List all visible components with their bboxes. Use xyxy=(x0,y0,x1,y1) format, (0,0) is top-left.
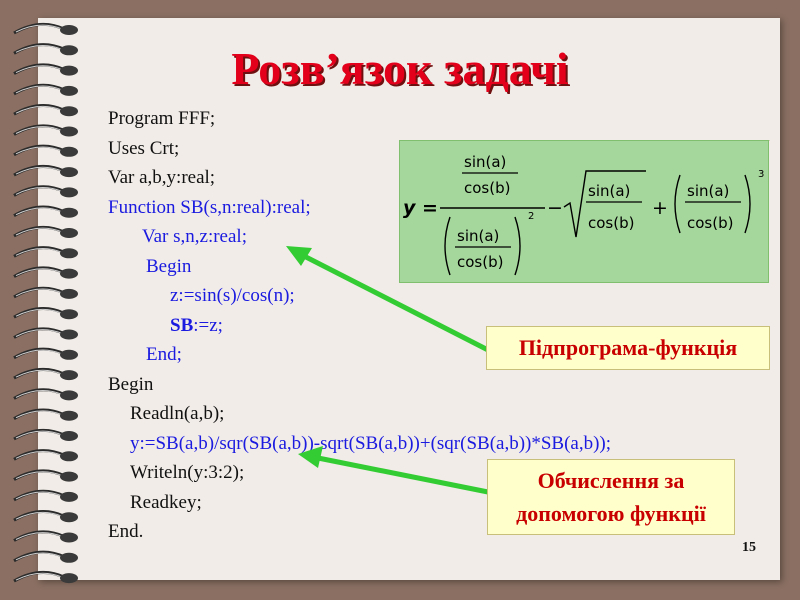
formula-text: cos(b) xyxy=(687,214,733,232)
binding-ring xyxy=(13,368,78,381)
code-line: Function SB(s,n:real):real; xyxy=(108,196,311,218)
binding-ring xyxy=(13,307,78,320)
code-line: Var s,n,z:real; xyxy=(142,226,247,247)
formula-text: cos(b) xyxy=(588,214,634,232)
binding-ring xyxy=(13,408,78,421)
binding-ring xyxy=(13,510,78,523)
spiral-binding xyxy=(13,22,78,584)
formula-image: y = sin(a) cos(b) sin(a) cos(b) 2 − sin(… xyxy=(399,140,769,283)
code-line: y:=SB(a,b)/sqr(SB(a,b))-sqrt(SB(a,b))+(s… xyxy=(130,432,612,454)
binding-ring xyxy=(13,266,78,279)
binding-ring xyxy=(13,22,78,35)
slide-title: Розв’язок задачі xyxy=(231,43,569,94)
formula-lhs: y = xyxy=(403,197,438,219)
binding-ring xyxy=(13,449,78,462)
binding-ring xyxy=(13,286,78,299)
formula-text: sin(a) xyxy=(457,227,499,245)
binding-ring xyxy=(13,246,78,259)
binding-ring xyxy=(13,205,78,218)
binding-ring xyxy=(13,43,78,56)
code-line: Begin xyxy=(108,373,154,395)
code-line: End. xyxy=(108,521,144,542)
callout-calculation: Обчислення за допомогою функції xyxy=(487,459,735,535)
callout-line: допомогою функції xyxy=(516,501,706,526)
binding-ring xyxy=(13,104,78,117)
binding-ring xyxy=(13,469,78,482)
code-line: z:=sin(s)/cos(n); xyxy=(170,285,295,306)
formula-text: sin(a) xyxy=(464,153,506,171)
code-listing: Program FFF; Uses Crt; Var a,b,y:real; F… xyxy=(108,104,611,547)
code-line: Program FFF; xyxy=(108,108,216,129)
binding-ring xyxy=(13,327,78,340)
callout-subprogram: Підпрограма-функція xyxy=(486,326,770,370)
binding-ring xyxy=(13,144,78,157)
binding-ring xyxy=(13,83,78,96)
formula-text: 2 xyxy=(528,211,534,222)
binding-ring xyxy=(13,489,78,502)
formula-text: cos(b) xyxy=(464,179,510,197)
code-line: Readkey; xyxy=(130,491,202,513)
formula-text: − xyxy=(547,197,563,219)
code-line: Var a,b,y:real; xyxy=(108,167,216,188)
binding-ring xyxy=(13,347,78,360)
binding-ring xyxy=(13,550,78,563)
binding-ring xyxy=(13,571,78,584)
binding-ring xyxy=(13,428,78,441)
page-number: 15 xyxy=(742,540,756,555)
formula-text: 3 xyxy=(758,169,764,180)
formula-text: sin(a) xyxy=(588,182,630,200)
binding-ring xyxy=(13,185,78,198)
formula-text: cos(b) xyxy=(457,253,503,271)
code-line: Begin xyxy=(146,255,192,277)
binding-ring xyxy=(13,124,78,137)
code-line: Readln(a,b); xyxy=(130,403,225,424)
formula-text: sin(a) xyxy=(687,182,729,200)
code-line: SB:=z; xyxy=(170,314,223,336)
binding-ring xyxy=(13,225,78,238)
binding-ring xyxy=(13,530,78,543)
binding-ring xyxy=(13,63,78,76)
binding-ring xyxy=(13,388,78,401)
callout-line: Обчислення за xyxy=(537,468,685,493)
code-line: Uses Crt; xyxy=(108,137,180,159)
formula-text: + xyxy=(652,197,668,219)
code-line: Writeln(y:3:2); xyxy=(130,462,245,483)
code-line: End; xyxy=(146,344,182,365)
binding-ring xyxy=(13,165,78,178)
